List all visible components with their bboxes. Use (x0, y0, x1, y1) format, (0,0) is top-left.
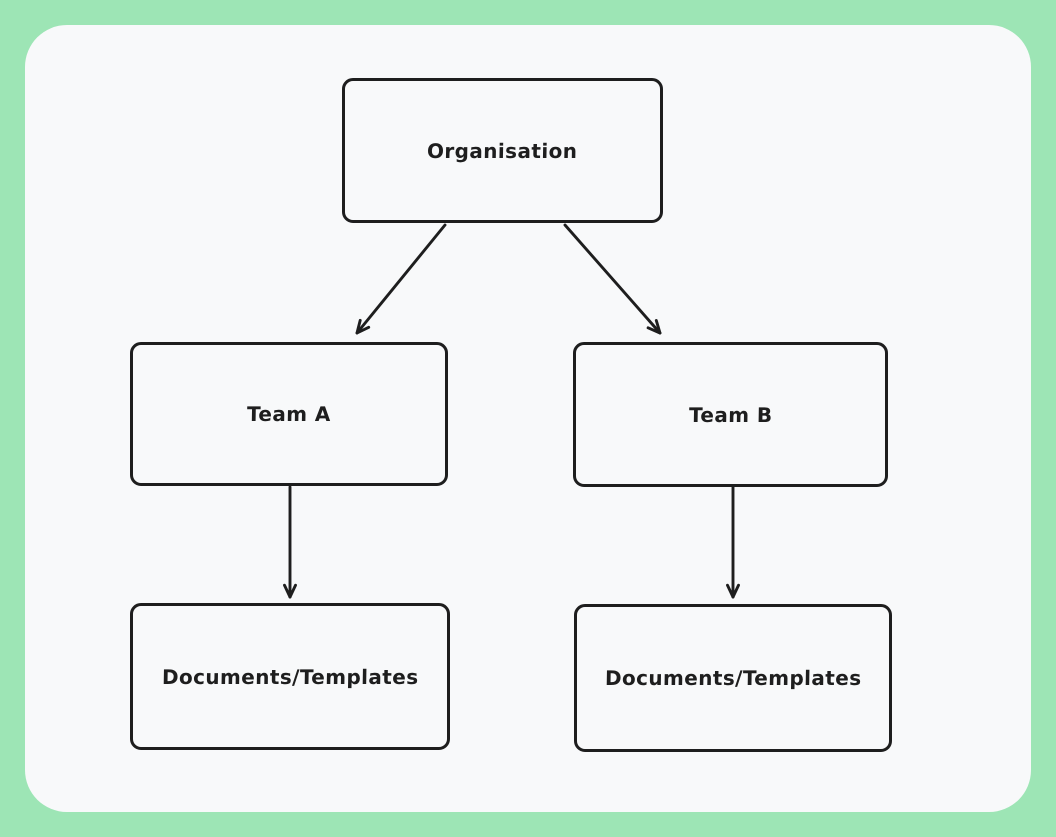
edge-organisation-team-b[interactable] (563, 223, 662, 335)
edge-organisation-team-a[interactable] (355, 223, 447, 335)
node-documents-templates-b[interactable]: Documents/Templates (574, 604, 892, 752)
arrowhead-icon (646, 319, 662, 335)
node-team-a[interactable]: Team A (130, 342, 448, 486)
node-team-a-label: Team A (246, 402, 332, 426)
node-organisation-label: Organisation (427, 138, 578, 163)
node-documents-templates-b-label: Documents/Templates (604, 666, 862, 690)
node-organisation[interactable]: Organisation (342, 78, 663, 223)
node-team-b[interactable]: Team B (573, 342, 888, 487)
arrowhead-icon (726, 583, 740, 599)
node-documents-templates-a-label: Documents/Templates (161, 664, 419, 689)
edges-layer (283, 223, 740, 599)
node-documents-templates-a[interactable]: Documents/Templates (130, 603, 450, 750)
diagram-canvas: Organisation Team A Team B Documents/Tem… (25, 25, 1031, 812)
edge-team-b-documents-b[interactable] (726, 485, 740, 599)
node-team-b-label: Team B (688, 402, 773, 427)
arrowhead-icon (355, 318, 371, 335)
arrowhead-icon (283, 583, 297, 599)
edge-team-a-documents-a[interactable] (283, 485, 297, 599)
